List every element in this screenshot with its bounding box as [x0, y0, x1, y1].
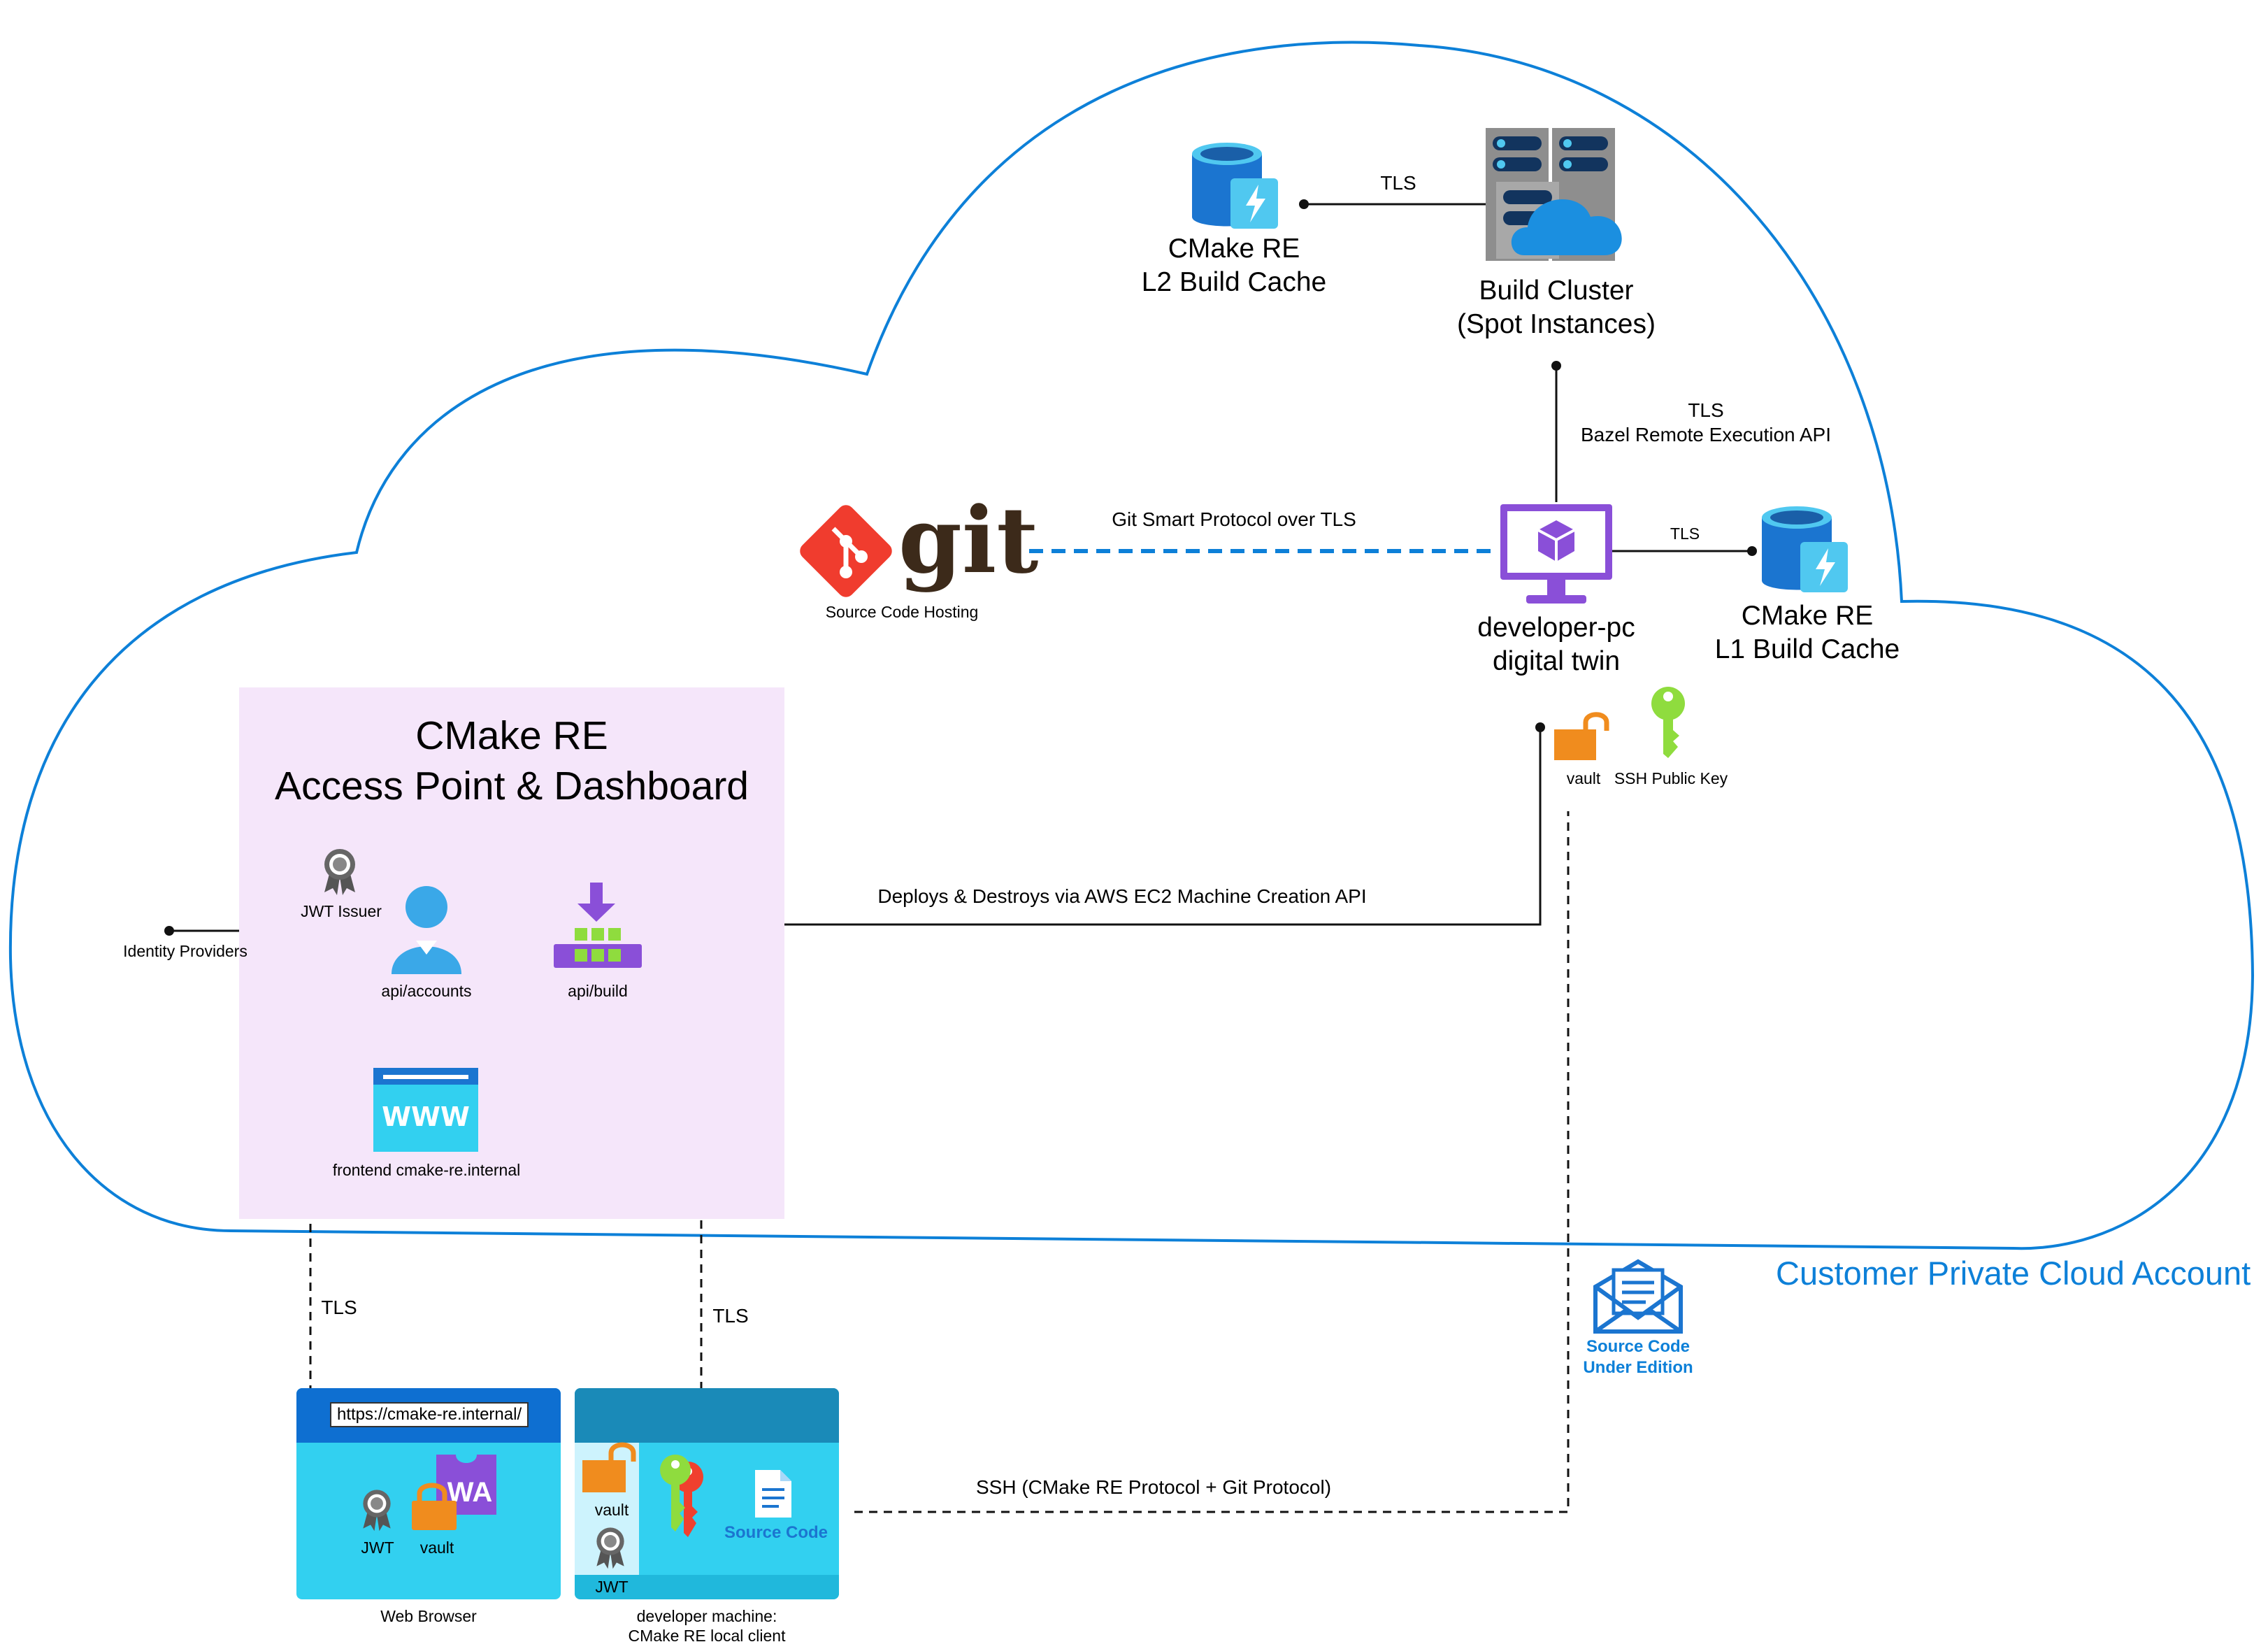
keys-icon	[660, 1455, 703, 1537]
identity-providers-label: Identity Providers	[123, 942, 247, 960]
git-wordmark: git	[898, 487, 1039, 594]
padlock-open-icon	[412, 1483, 457, 1530]
web-browser-caption: Web Browser	[380, 1607, 477, 1625]
edge-devmachine-ssh	[854, 811, 1570, 1513]
server-cloud-icon	[1486, 128, 1622, 261]
monitor-cube-icon	[1500, 504, 1612, 604]
jwt-issuer-label: JWT Issuer	[301, 902, 382, 920]
cloud-account-label: Customer Private Cloud Account	[1776, 1255, 2251, 1292]
document-icon	[755, 1470, 791, 1518]
certificate-ribbon-icon	[324, 849, 355, 895]
access-point-title-1: CMake RE	[415, 713, 608, 758]
build-cluster-label-1: Build Cluster	[1479, 276, 1634, 306]
dev-machine-caption-1: developer machine:	[636, 1607, 777, 1625]
developer-pc-label-1: developer-pc	[1477, 613, 1635, 643]
edge-label-ssh: SSH (CMake RE Protocol + Git Protocol)	[975, 1476, 1332, 1498]
l1-cache-label-2: L1 Build Cache	[1714, 634, 1900, 664]
l1-cache-label-1: CMake RE	[1741, 601, 1874, 631]
developer-pc-label-2: digital twin	[1492, 646, 1621, 676]
database-icon	[1192, 143, 1278, 229]
developer-machine-window	[575, 1388, 839, 1599]
dev-vault-label: vault	[594, 1501, 629, 1519]
edge-label-cluster-pc-2: Bazel Remote Execution API	[1581, 424, 1831, 445]
cloud-outline	[8, 41, 2255, 1250]
certificate-ribbon-icon	[596, 1527, 624, 1569]
access-point-panel	[239, 687, 784, 1219]
browser-jwt-label: JWT	[361, 1539, 394, 1557]
browser-vault-label: vault	[419, 1539, 454, 1557]
edge-build-pc	[645, 727, 1542, 926]
l2-cache-label-1: CMake RE	[1168, 234, 1300, 264]
key-icon	[1651, 687, 1685, 758]
source-under-edition-1: Source Code	[1586, 1337, 1691, 1356]
dev-jwt-label: JWT	[595, 1578, 629, 1596]
wa-badge-icon	[436, 1455, 496, 1515]
ssh-public-key-label: SSH Public Key	[1614, 769, 1728, 787]
frontend-label: frontend cmake-re.internal	[332, 1161, 521, 1179]
access-point-title-2: Access Point & Dashboard	[274, 764, 749, 808]
web-browser-window: https://cmake-re.internal/	[296, 1388, 561, 1599]
padlock-open-icon	[1554, 712, 1609, 760]
edge-label-build-pc: Deploys & Destroys via AWS EC2 Machine C…	[877, 885, 1367, 907]
padlock-open-icon	[582, 1442, 636, 1492]
git-logo-icon	[800, 505, 892, 597]
database-icon	[1762, 506, 1848, 592]
l2-cache-label-2: L2 Build Cache	[1141, 267, 1327, 297]
build-cluster-label-2: (Spot Instances)	[1457, 309, 1656, 339]
edge-label-cluster-pc-1: TLS	[1688, 399, 1724, 421]
www-icon: WWW	[373, 1068, 478, 1152]
envelope-document-icon	[1593, 1259, 1683, 1334]
edge-label-git-pc: Git Smart Protocol over TLS	[1112, 508, 1356, 530]
dev-source-code-label: Source Code	[724, 1523, 828, 1542]
user-icon	[392, 886, 461, 974]
api-build-label: api/build	[568, 982, 628, 1000]
browser-url-bar[interactable]: https://cmake-re.internal/	[330, 1402, 529, 1427]
dev-machine-caption-2: CMake RE local client	[628, 1627, 786, 1645]
git-caption: Source Code Hosting	[825, 603, 979, 621]
edge-label-frontend-browser: TLS	[321, 1297, 357, 1318]
source-under-edition-2: Under Edition	[1583, 1358, 1693, 1377]
deploy-arrow-icon	[554, 883, 642, 968]
certificate-ribbon-icon	[363, 1490, 391, 1532]
edge-label-pc-l1: TLS	[1670, 524, 1700, 543]
api-accounts-label: api/accounts	[381, 982, 472, 1000]
www-icon-text: WWW	[382, 1101, 470, 1132]
connector-dots	[164, 199, 1757, 936]
edge-label-build-devmachine: TLS	[712, 1305, 749, 1327]
vault-label: vault	[1566, 769, 1601, 787]
edge-label-l2-cluster: TLS	[1380, 172, 1416, 194]
